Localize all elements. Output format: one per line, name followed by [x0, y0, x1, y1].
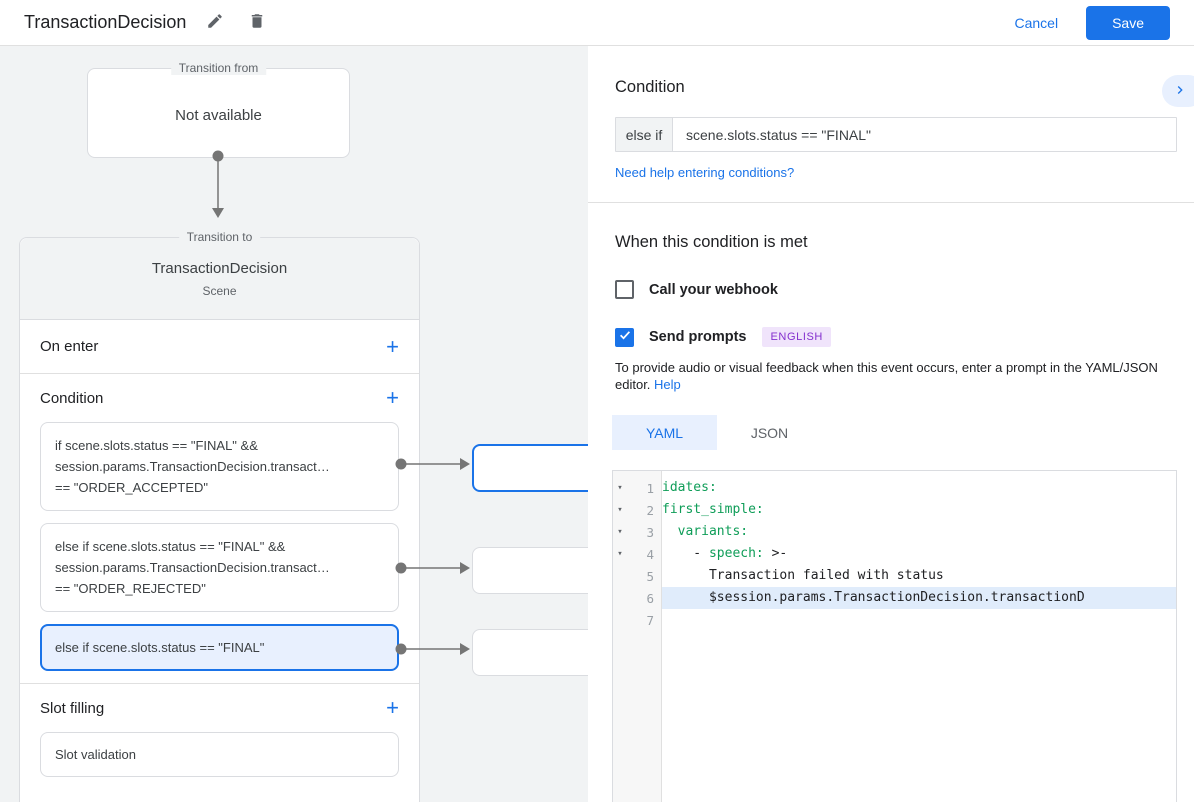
- gutter-row: ▾3: [613, 521, 661, 543]
- slot-filling-label: Slot filling: [40, 699, 105, 717]
- transition-from-box: Transition from Not available: [87, 61, 350, 158]
- condition-section-label: Condition: [40, 389, 104, 407]
- when-condition-heading: When this condition is met: [615, 233, 808, 251]
- condition-card-list: if scene.slots.status == "FINAL" && sess…: [40, 422, 399, 671]
- send-prompts-row: Send prompts ENGLISH: [615, 327, 1194, 347]
- topbar-actions: Cancel Save: [1014, 5, 1170, 40]
- cancel-button[interactable]: Cancel: [1014, 14, 1059, 31]
- code-line-4[interactable]: - speech: >-: [662, 546, 788, 561]
- condition-card-2[interactable]: else if scene.slots.status == "FINAL" &&…: [40, 523, 399, 612]
- transition-target-box-1[interactable]: [472, 444, 588, 492]
- code-line-3[interactable]: variants:: [677, 524, 749, 539]
- scene-subtitle: Scene: [202, 284, 237, 298]
- line-number: 2: [646, 502, 654, 518]
- editor-tab-bar: YAML JSON: [612, 415, 1194, 450]
- line-number: 6: [646, 590, 654, 606]
- gutter-row: ▾2: [613, 499, 661, 521]
- add-on-enter-button[interactable]: +: [386, 333, 399, 359]
- page-title: TransactionDecision: [24, 12, 187, 32]
- fold-arrow-icon[interactable]: ▾: [617, 483, 623, 493]
- call-webhook-checkbox[interactable]: [615, 280, 634, 299]
- fold-arrow-icon[interactable]: ▾: [617, 527, 623, 537]
- chevron-right-icon: [1172, 82, 1188, 101]
- transition-from-legend: Transition from: [170, 61, 267, 75]
- condition-detail-panel: Condition else if scene.slots.status == …: [588, 46, 1194, 802]
- condition-section: Condition + if scene.slots.status == "FI…: [20, 374, 419, 684]
- transition-from-value: Not available: [175, 107, 262, 124]
- add-condition-button[interactable]: +: [386, 385, 399, 410]
- save-button[interactable]: Save: [1086, 5, 1170, 40]
- condition-card-1[interactable]: if scene.slots.status == "FINAL" && sess…: [40, 422, 399, 511]
- code-line-6[interactable]: $session.params.TransactionDecision.tran…: [662, 587, 1176, 609]
- fold-arrow-icon[interactable]: ▾: [617, 549, 623, 559]
- fold-arrow-icon[interactable]: ▾: [617, 505, 623, 515]
- condition-expression-field[interactable]: else if scene.slots.status == "FINAL": [615, 117, 1177, 152]
- collapse-panel-button[interactable]: [1162, 75, 1194, 107]
- top-bar: TransactionDecision Cancel Save: [0, 0, 1194, 46]
- gutter-row: 6: [613, 587, 661, 609]
- tab-json[interactable]: JSON: [750, 424, 789, 441]
- on-enter-section: On enter +: [20, 320, 419, 374]
- call-webhook-label: Call your webhook: [649, 281, 778, 298]
- language-badge: ENGLISH: [762, 327, 831, 347]
- tab-yaml[interactable]: YAML: [612, 415, 717, 450]
- pencil-icon: [206, 12, 224, 33]
- edit-title-button[interactable]: [202, 8, 228, 37]
- condition-prefix-label: else if: [616, 118, 673, 151]
- line-number: 4: [646, 546, 654, 562]
- gutter-row: ▾4: [613, 543, 661, 565]
- send-prompts-checkbox[interactable]: [615, 327, 634, 347]
- send-prompts-label: Send prompts: [649, 329, 747, 345]
- slot-validation-card[interactable]: Slot validation: [40, 732, 399, 777]
- gutter-row: 5: [613, 565, 661, 587]
- condition-card-3[interactable]: else if scene.slots.status == "FINAL": [40, 624, 399, 671]
- webhook-row: Call your webhook: [615, 280, 1194, 299]
- trash-icon: [248, 12, 266, 33]
- transition-target-box-3[interactable]: [472, 629, 588, 676]
- delete-scene-button[interactable]: [244, 8, 270, 37]
- transition-target-box-2[interactable]: [472, 547, 588, 594]
- gutter-row: 7: [613, 609, 661, 631]
- flow-canvas: Transition from Not available Transition…: [0, 46, 588, 802]
- scene-header[interactable]: TransactionDecision Scene: [20, 238, 419, 320]
- condition-help-link[interactable]: Need help entering conditions?: [615, 165, 795, 180]
- condition-expression-value[interactable]: scene.slots.status == "FINAL": [686, 126, 872, 143]
- code-line-5[interactable]: Transaction failed with status: [662, 568, 944, 583]
- prompt-description: To provide audio or visual feedback when…: [615, 359, 1167, 393]
- line-number: 1: [646, 480, 654, 496]
- scene-title: TransactionDecision: [151, 260, 288, 277]
- slot-filling-section: Slot filling + Slot validation: [20, 684, 419, 795]
- code-line-1[interactable]: idates:: [662, 480, 717, 495]
- line-number: 5: [646, 568, 654, 584]
- panel-divider: [588, 202, 1194, 203]
- checkmark-icon: [618, 328, 632, 347]
- condition-panel-title: Condition: [615, 78, 685, 96]
- on-enter-label: On enter: [40, 338, 99, 355]
- code-line-7[interactable]: [662, 609, 1176, 631]
- editor-code-area[interactable]: idates: first_simple: variants: - speech:…: [662, 471, 1176, 802]
- gutter-row: ▾1: [613, 477, 661, 499]
- help-link[interactable]: Help: [654, 377, 681, 392]
- transition-to-box: Transition to TransactionDecision Scene …: [19, 230, 420, 802]
- prompt-description-text: To provide audio or visual feedback when…: [615, 360, 1158, 392]
- line-number: 3: [646, 524, 654, 540]
- add-slot-button[interactable]: +: [386, 695, 399, 720]
- transition-to-legend: Transition to: [178, 230, 261, 244]
- code-line-2[interactable]: first_simple:: [662, 502, 764, 517]
- line-number: 7: [646, 612, 654, 628]
